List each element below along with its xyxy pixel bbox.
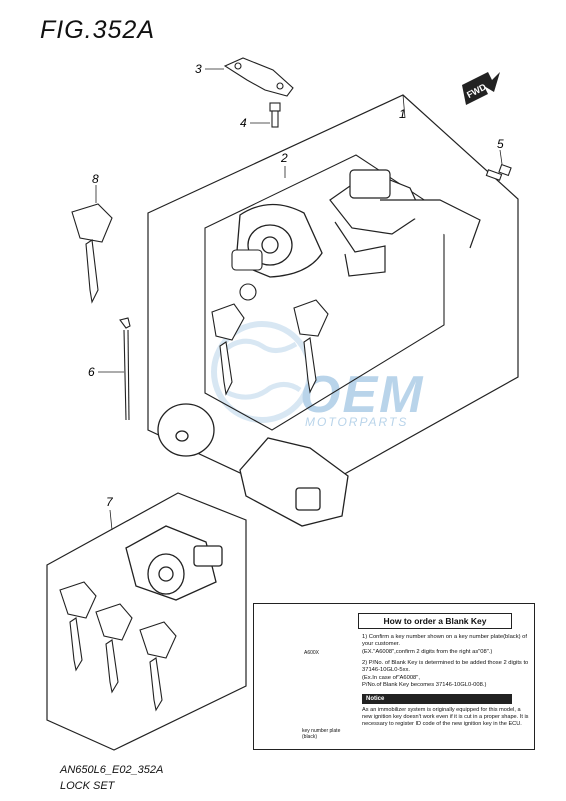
callout-6: 6: [88, 365, 95, 379]
key-right: [293, 299, 329, 394]
callout-3: 3: [195, 62, 202, 76]
keyset-outline-7: [46, 492, 247, 751]
callout-7: 7: [106, 495, 114, 509]
plate-label-line1: key number plate: [302, 728, 341, 734]
notice-step-1: 1) Confirm a key number shown on a key n…: [362, 634, 527, 648]
notice-warning-label: Notice: [362, 694, 512, 704]
callout-2: 2: [280, 151, 288, 165]
keyset-key-1: [59, 581, 97, 672]
seat-lock: [239, 437, 349, 527]
key-left: [211, 303, 245, 396]
bolt-part-4: [269, 102, 281, 128]
ignition-switch: [329, 169, 481, 277]
keyset-key-3: [139, 621, 177, 712]
notice-step-1-example: (EX."A6008",confirm 2 digits from the ri…: [362, 649, 493, 655]
notice-step-2-example: (Ex.In case of"A6008",: [362, 675, 420, 681]
keyset-lock-body: [125, 525, 223, 601]
key-number-plate-label: key number plate (black): [302, 728, 340, 740]
key-in-switch: [231, 249, 263, 301]
key-tag-label: A600X: [304, 650, 320, 656]
keyset-key-2: [95, 603, 133, 694]
callout-5: 5: [497, 137, 504, 151]
blank-key-notice: [253, 603, 535, 750]
callout-8: 8: [92, 172, 99, 186]
notice-step-2: 2) P/No. of Blank Key is determined to b…: [362, 660, 529, 674]
notice-header: How to order a Blank Key: [358, 613, 512, 629]
plate-label-line2: (black): [302, 734, 318, 740]
callout-1: 1: [399, 107, 406, 121]
notice-warning-text: As an immobilizer system is originally e…: [362, 707, 529, 727]
callout-4: 4: [240, 116, 247, 130]
notice-step-2-result: P/No.of Blank Key becomes 37146-10GL0-00…: [362, 682, 487, 688]
footer-code: AN650L6_E02_352A: [60, 764, 164, 776]
key-part-8: [71, 203, 113, 304]
screw-part-5: [485, 163, 512, 181]
assembly-outline-2: [204, 154, 445, 431]
fwd-arrow: FWD: [462, 72, 500, 105]
cable-part-6: [119, 317, 131, 421]
figure-title: FIG.352A: [40, 16, 155, 44]
watermark-text: MOTORPARTS: [305, 415, 409, 429]
fuel-cap-lock: [157, 403, 215, 457]
bracket-part-3: [223, 57, 294, 97]
footer-name: LOCK SET: [60, 780, 115, 792]
